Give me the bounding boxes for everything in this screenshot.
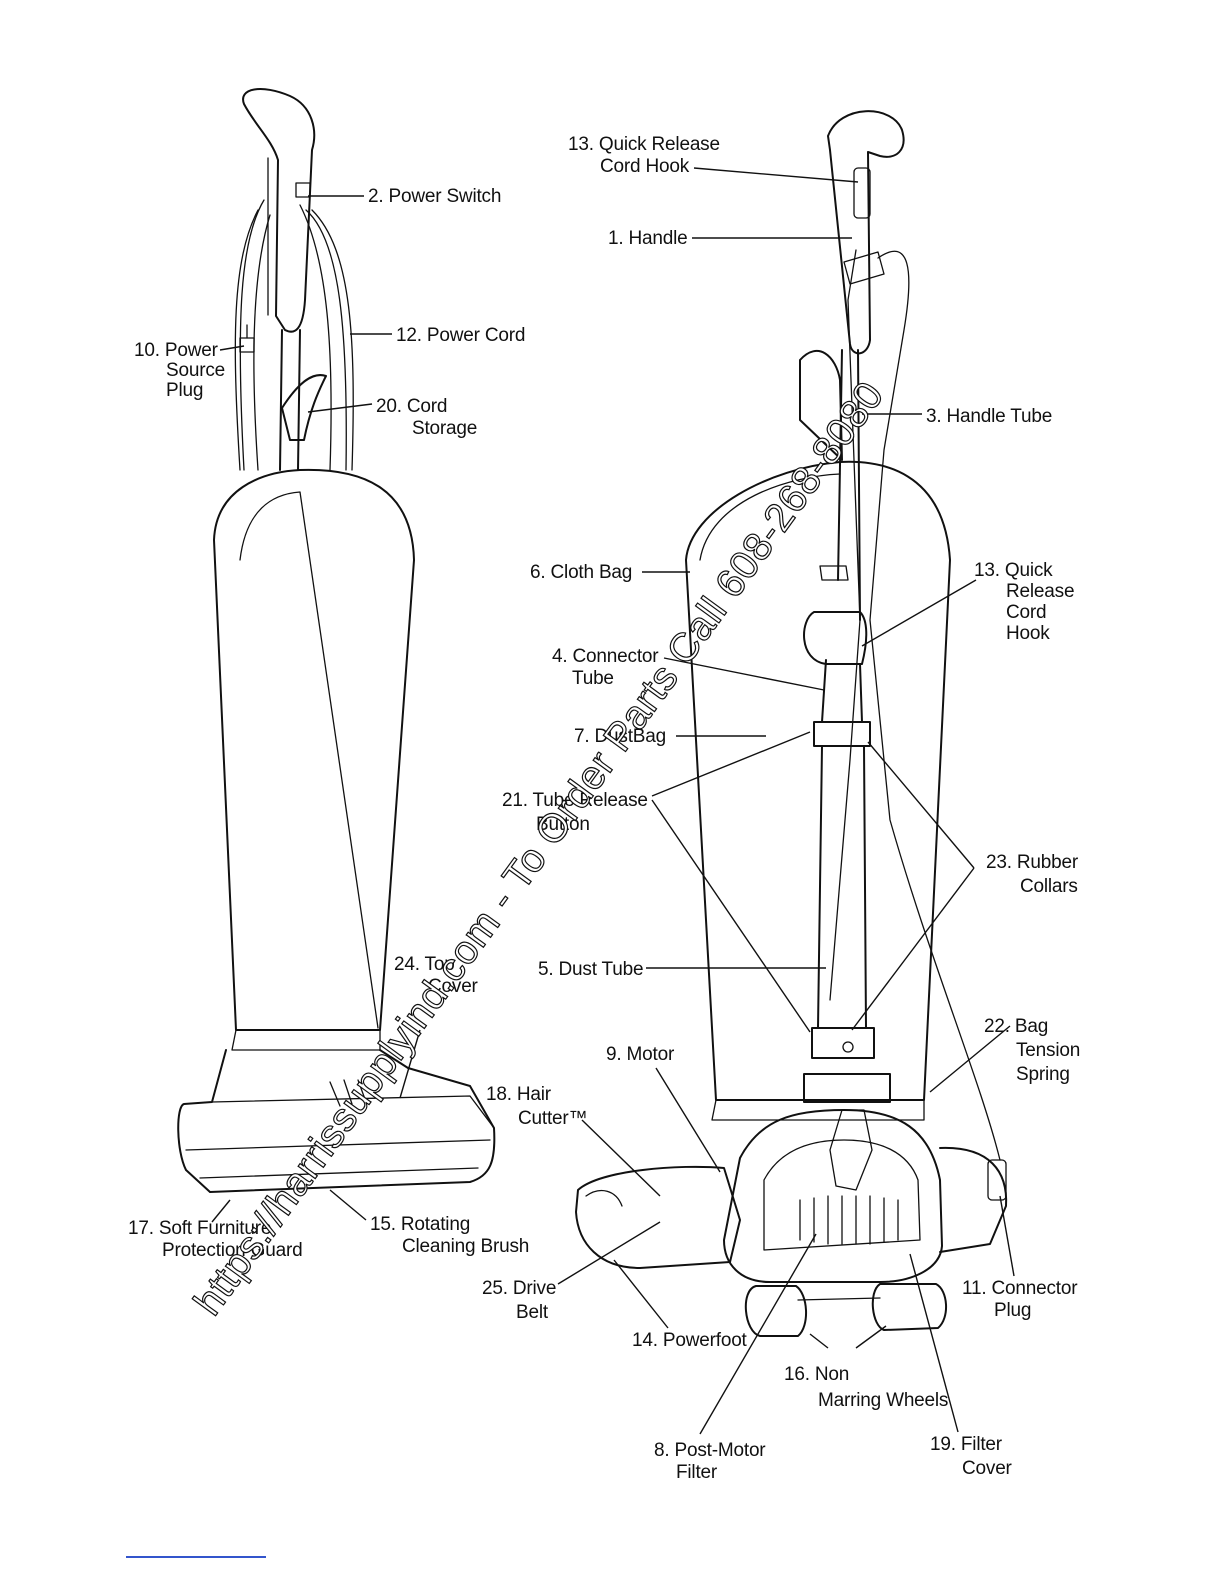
label-dust-bag: 7. DustBag xyxy=(574,726,666,747)
label-powerfoot: 14. Powerfoot xyxy=(632,1330,748,1351)
label-power-cord: 12. Power Cord xyxy=(396,325,525,346)
left-vacuum-drawing xyxy=(177,88,496,1193)
label-non-marring-wheels: 16. Non Marring Wheels xyxy=(784,1364,948,1411)
watermark-text: https://harrissupplyind.com - To Order P… xyxy=(186,374,893,1324)
label-soft-furniture-guard: 17. Soft Furniture Protection Guard xyxy=(128,1218,302,1261)
label-power-source-plug: 10. Power Source Plug xyxy=(134,340,230,401)
label-filter-cover: 19. Filter Cover xyxy=(930,1434,1013,1479)
label-post-motor-filter: 8. Post-Motor Filter xyxy=(654,1440,771,1483)
label-motor: 9. Motor xyxy=(606,1044,675,1065)
label-cord-storage: 20. Cord Storage xyxy=(376,396,477,439)
label-rubber-collars: 23. Rubber Collars xyxy=(986,852,1083,897)
label-connector-tube: 4. Connector Tube xyxy=(552,646,663,689)
label-power-switch: 2. Power Switch xyxy=(368,186,501,207)
label-rotating-brush: 15. Rotating Cleaning Brush xyxy=(370,1214,529,1257)
left-part-labels: 2. Power Switch 10. Power Source Plug 12… xyxy=(128,186,529,1261)
label-bag-tension-spring: 22. Bag Tension Spring xyxy=(984,1016,1085,1085)
label-quick-release-hook-mid: 13. Quick Release Cord Hook xyxy=(974,560,1079,644)
label-dust-tube: 5. Dust Tube xyxy=(538,959,643,980)
label-drive-belt: 25. Drive Belt xyxy=(482,1278,561,1323)
label-tube-release-button: 21. Tube Release Button xyxy=(502,790,653,835)
right-part-labels: 13. Quick Release Cord Hook 1. Handle 3.… xyxy=(482,134,1085,1483)
right-vacuum-drawing xyxy=(575,110,1008,1337)
label-connector-plug: 11. Connector Plug xyxy=(962,1278,1082,1321)
label-handle-tube: 3. Handle Tube xyxy=(926,406,1052,427)
label-quick-release-hook-top: 13. Quick Release Cord Hook xyxy=(568,134,725,177)
leader-lines xyxy=(211,167,1015,1435)
label-top-cover: 24. Top Cover xyxy=(394,954,479,997)
label-cloth-bag: 6. Cloth Bag xyxy=(530,562,632,583)
label-hair-cutter: 18. Hair Cutter™ xyxy=(486,1084,587,1129)
label-handle: 1. Handle xyxy=(608,228,688,249)
footer-rule xyxy=(126,1556,266,1558)
